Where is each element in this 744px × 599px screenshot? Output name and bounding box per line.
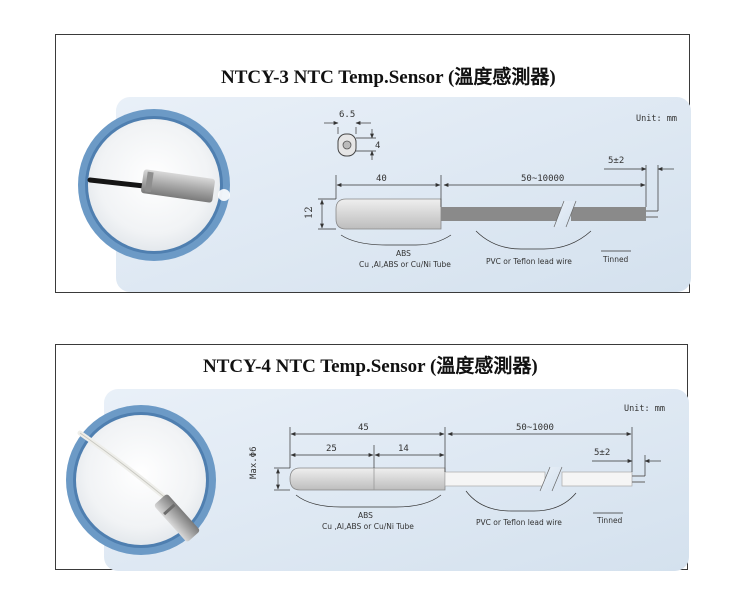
dim-strip-length: 5±2 xyxy=(608,156,624,166)
product-photo xyxy=(78,109,230,261)
dim-lead-length: 50~1000 xyxy=(516,423,554,433)
probe-drawing xyxy=(335,198,658,230)
label-material: ABS xyxy=(396,249,411,258)
sensor-title: NTCY-3 NTC Temp.Sensor (溫度感測器) xyxy=(221,67,556,88)
dim-total-length: 45 xyxy=(358,423,369,433)
sensor-card-ntcy3: Unit: mm 6.5 4 xyxy=(55,34,691,293)
product-photo xyxy=(66,405,216,555)
dim-length: 40 xyxy=(376,174,387,184)
sensor-card-ntcy4: Unit: mm xyxy=(55,344,689,571)
dim-strip-length: 5±2 xyxy=(594,448,610,458)
label-wire: PVC or Teflon lead wire xyxy=(486,257,572,266)
dim-diameter: Max.Φ6 xyxy=(249,446,259,479)
dim-thickness: 4 xyxy=(375,141,380,151)
label-tinned: Tinned xyxy=(602,255,629,264)
probe-drawing xyxy=(289,466,645,492)
label-tube: Cu ,Al,ABS or Cu/Ni Tube xyxy=(322,522,414,531)
label-wire: PVC or Teflon lead wire xyxy=(476,518,562,527)
label-material: ABS xyxy=(358,511,373,520)
dim-diameter: 12 xyxy=(304,206,315,219)
dim-seg1: 25 xyxy=(326,444,337,454)
diagram-panel xyxy=(116,97,691,292)
label-tube: Cu ,Al,ABS or Cu/Ni Tube xyxy=(359,260,451,269)
unit-label: Unit: mm xyxy=(624,404,665,414)
dim-lead-length: 50~10000 xyxy=(521,174,564,184)
unit-label: Unit: mm xyxy=(636,114,677,124)
ntcy3-diagram: Unit: mm 6.5 4 xyxy=(78,97,691,292)
sensor-title: NTCY-4 NTC Temp.Sensor (溫度感測器) xyxy=(203,356,538,377)
label-tinned: Tinned xyxy=(596,516,623,525)
dim-width: 6.5 xyxy=(339,110,355,120)
dimension-lines xyxy=(274,427,661,514)
dimension-lines xyxy=(318,165,674,252)
cross-section-view xyxy=(324,121,376,160)
ntcy4-diagram: Unit: mm xyxy=(66,389,689,571)
dim-seg2: 14 xyxy=(398,444,409,454)
